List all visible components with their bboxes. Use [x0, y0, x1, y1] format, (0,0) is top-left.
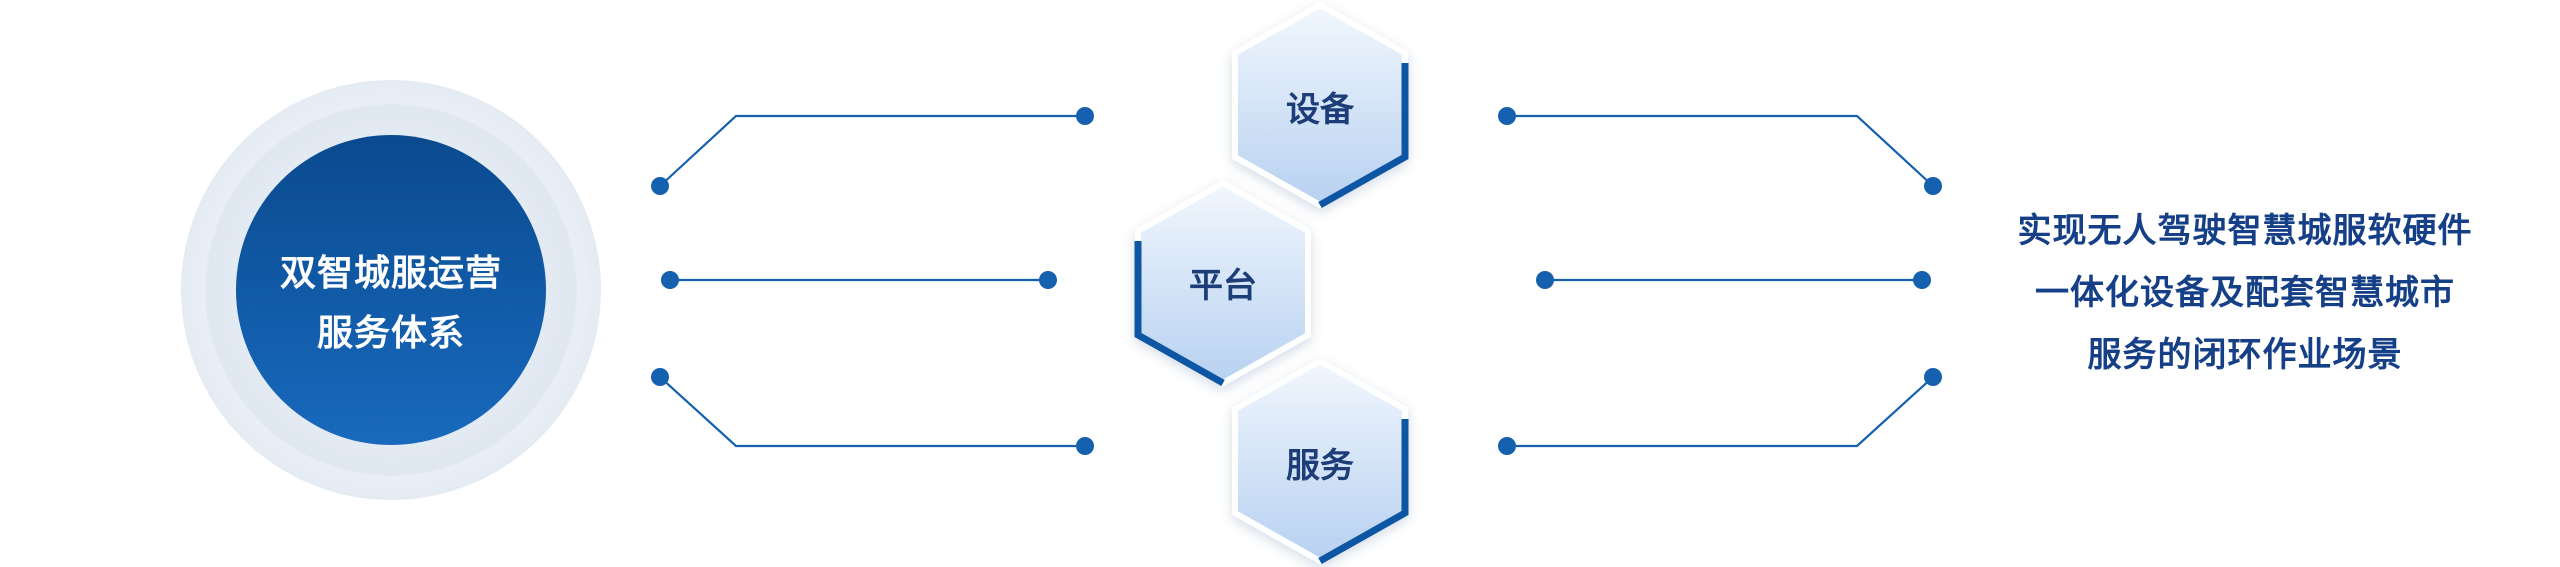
dot-right-top-inner [1498, 107, 1516, 125]
right-connector-dots [1498, 107, 1942, 455]
right-connectors [1507, 114, 1934, 448]
connector-right-top [1507, 114, 1934, 187]
pillar-label-device: 设备 [1286, 90, 1354, 130]
left-connector-dots [651, 107, 1094, 455]
core-title: 双智城服运营 服务体系 [236, 244, 546, 364]
hexagon-platform [1134, 179, 1311, 387]
dot-left-middle-inner [1039, 271, 1057, 289]
dot-left-bottom-outer [651, 368, 669, 386]
outcome-description: 实现无人驾驶智慧城服软硬件 一体化设备及配套智慧城市 服务的闭环作业场景 [1975, 200, 2515, 386]
dot-right-bottom-inner [1498, 437, 1516, 455]
outcome-line1: 实现无人驾驶智慧城服软硬件 [2017, 211, 2473, 251]
pillar-label-platform: 平台 [1189, 266, 1257, 306]
core-title-line2: 服务体系 [316, 313, 465, 354]
dot-left-middle-outer [661, 271, 679, 289]
connector-left-top [659, 114, 1085, 187]
dot-left-top-inner [1076, 107, 1094, 125]
dot-right-middle-inner [1536, 271, 1554, 289]
left-connectors [659, 114, 1085, 448]
core-circle [181, 80, 601, 500]
connector-left-bottom [659, 376, 1085, 448]
outcome-line3: 服务的闭环作业场景 [2087, 335, 2403, 375]
pillar-label-service: 服务 [1286, 446, 1354, 486]
connector-right-bottom [1507, 376, 1934, 448]
core-disc [236, 135, 546, 445]
dot-left-bottom-inner [1076, 437, 1094, 455]
dot-right-middle-outer [1913, 271, 1931, 289]
hexagon-device [1232, 1, 1409, 209]
dot-right-bottom-outer [1924, 368, 1942, 386]
dot-right-top-outer [1924, 177, 1942, 195]
outcome-line2: 一体化设备及配套智慧城市 [2035, 273, 2455, 313]
core-title-line1: 双智城服运营 [279, 253, 502, 294]
dot-left-top-outer [651, 177, 669, 195]
hexagon-service [1232, 357, 1409, 565]
